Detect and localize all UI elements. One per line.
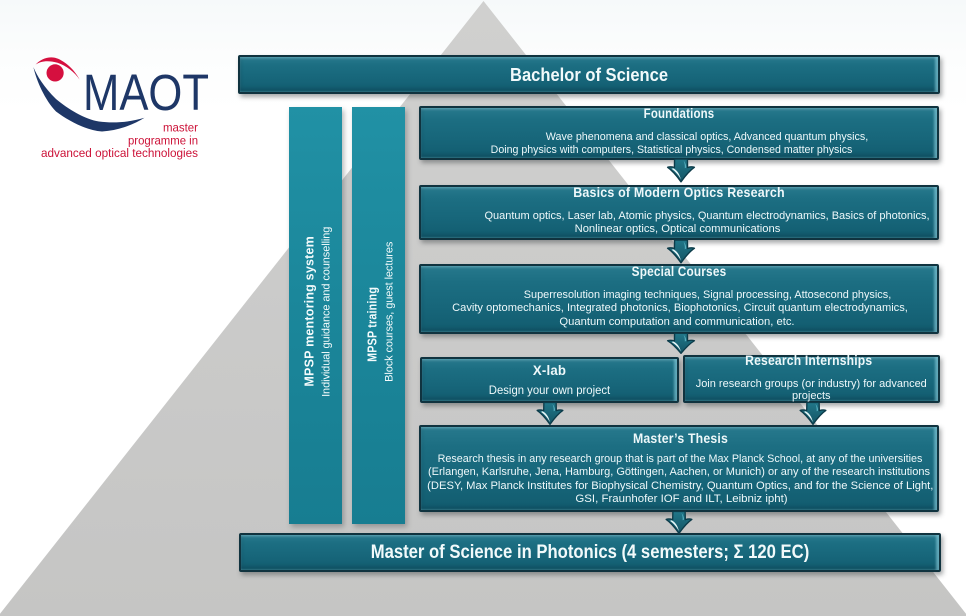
svg-text:master: master xyxy=(163,121,198,135)
svg-text:MAOT: MAOT xyxy=(83,64,209,121)
svg-text:programme in: programme in xyxy=(128,133,198,147)
svg-text:advanced optical technologies: advanced optical technologies xyxy=(41,146,198,160)
